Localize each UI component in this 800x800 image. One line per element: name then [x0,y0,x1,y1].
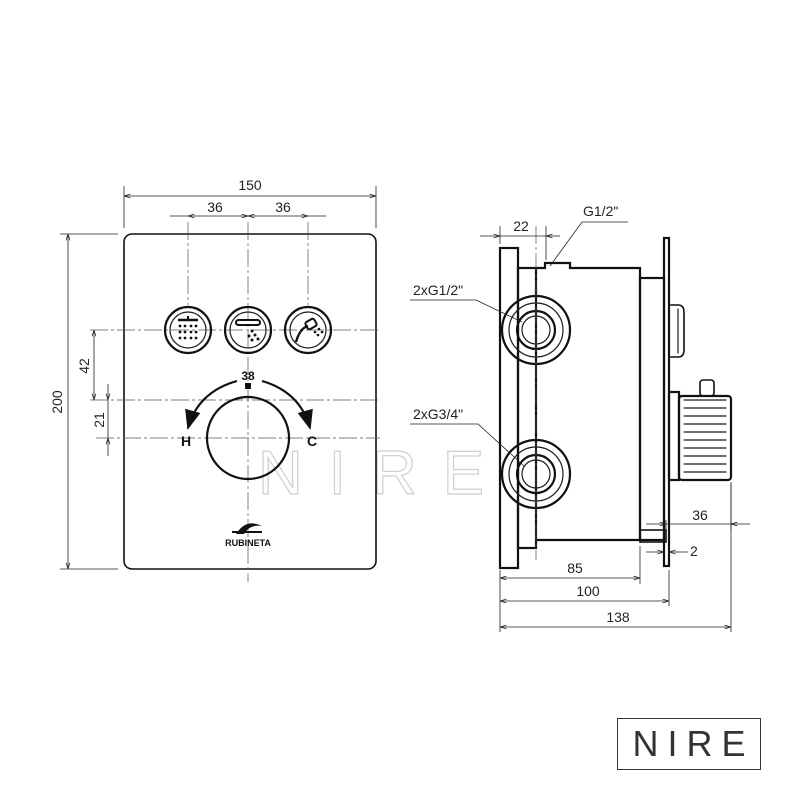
rubineta-logo-icon [232,523,262,534]
button-spacing-left: 36 [207,199,223,215]
width-dimension: 150 [238,177,262,193]
nire-logo: NIRE [617,718,761,770]
button-spout [223,305,273,355]
cold-arrow-arc [261,379,313,430]
cold-label: C [307,433,317,449]
button-spacing-right: 36 [275,199,291,215]
depth-100-dimension: 100 [576,583,600,599]
handle-offset-dimension: 21 [91,412,107,428]
handle-base [667,390,681,482]
button-hand-shower [283,305,333,355]
top-offset-dimension: 22 [513,218,529,234]
temperature-label: 38 [241,369,255,383]
buttons-offset-dimension: 42 [76,358,92,374]
side-button [669,304,685,358]
inlet-label: 2xG3/4" [413,406,463,422]
front-plate [123,233,377,570]
side-view: 22 G1/2" 2xG1/2" 2xG3/4" 36 2 85 100 138 [410,203,750,632]
outlet-leader [410,299,523,323]
body-base [639,529,667,543]
hot-arrow-arc [185,379,238,430]
handle-stop-knob [699,379,715,397]
depth-85-dimension: 85 [567,560,583,576]
thermostat-handle [205,395,291,481]
button-overhead-shower [163,305,213,355]
body-collar [516,266,538,550]
outlet-label: 2xG1/2" [413,282,463,298]
hot-label: H [181,433,191,449]
brand-label: RUBINETA [225,538,271,548]
handle-knurling [683,399,727,473]
watermark-text: NIRE [258,439,510,508]
body-rear [638,276,666,542]
inlet-leader [410,423,525,467]
spout-icon [235,319,261,342]
height-dimension: 200 [49,390,65,414]
valve-body [536,261,642,542]
plate-thickness-dimension: 2 [690,543,698,559]
top-connection-label: G1/2" [583,203,618,219]
temperature-marker [245,383,251,389]
front-view: 150 36 36 200 42 21 [49,177,380,582]
mounting-flange [498,246,520,570]
overhead-shower-icon [178,316,198,340]
top-connection-leader [549,221,628,267]
depth-138-dimension: 138 [606,609,630,625]
hand-shower-icon [294,317,324,343]
handle-depth-dimension: 36 [692,507,708,523]
